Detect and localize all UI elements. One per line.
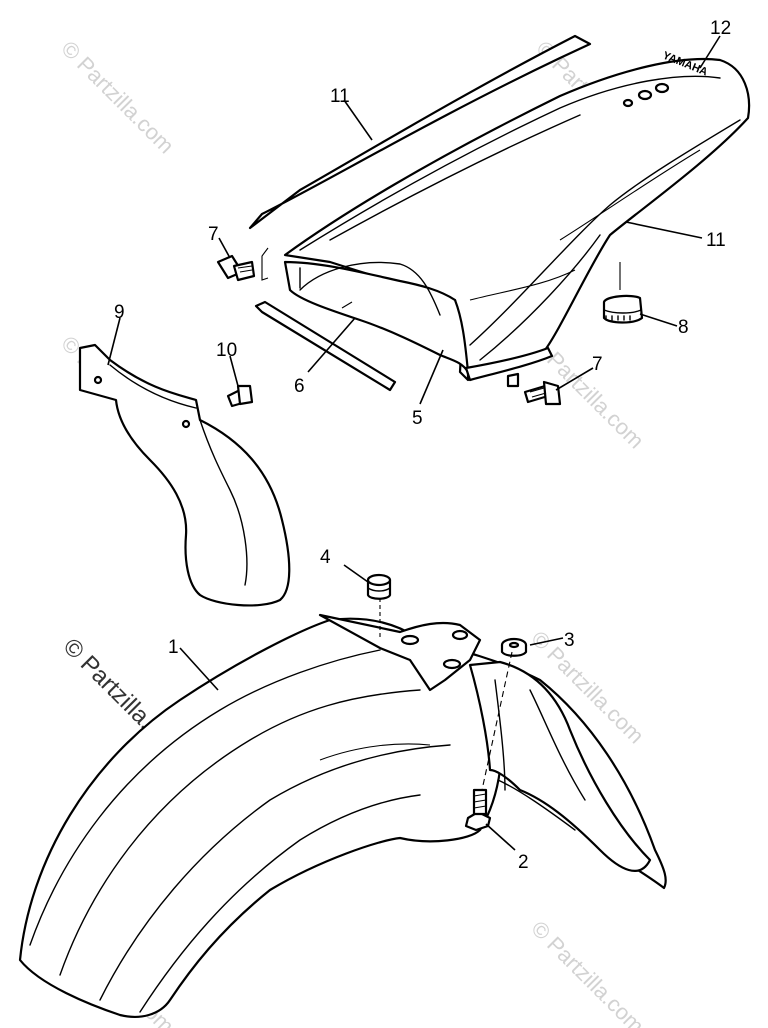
leader-lines — [107, 35, 721, 851]
assembly-lines — [341, 262, 621, 791]
callout-11-upper: 11 — [330, 86, 350, 107]
callout-2: 2 — [518, 852, 529, 873]
watermark: © Partzilla.com — [56, 36, 179, 159]
watermark: © Partzilla.com — [526, 916, 649, 1028]
part-cap-8 — [602, 294, 644, 324]
callout-9: 9 — [114, 302, 125, 323]
part-screw-10 — [226, 384, 254, 408]
callout-6: 6 — [294, 376, 305, 397]
callouts: 1 2 3 4 5 6 7 7 8 9 10 11 11 12 — [114, 18, 731, 873]
callout-8: 8 — [678, 317, 689, 338]
callout-5: 5 — [412, 408, 423, 429]
part-bolt-7-upper — [216, 254, 256, 282]
part-nut-3 — [500, 637, 528, 657]
callout-10: 10 — [216, 340, 237, 361]
part-bolt-7-lower — [523, 380, 562, 406]
part-grommet-4 — [366, 573, 392, 600]
callout-3: 3 — [564, 630, 575, 651]
callout-12: 12 — [710, 18, 731, 39]
callout-7-lower: 7 — [592, 354, 603, 375]
callout-4: 4 — [320, 547, 331, 568]
part-strip-6 — [254, 300, 397, 392]
callout-11-right: 11 — [706, 230, 726, 251]
part-bolt-2 — [464, 788, 492, 832]
callout-7-upper: 7 — [208, 224, 219, 245]
bracket-indicator — [261, 247, 269, 281]
rear-fender: YAMAHA — [248, 34, 751, 388]
part-mudflap-9 — [78, 343, 291, 607]
front-fender — [18, 613, 667, 1018]
callout-1: 1 — [168, 637, 179, 658]
